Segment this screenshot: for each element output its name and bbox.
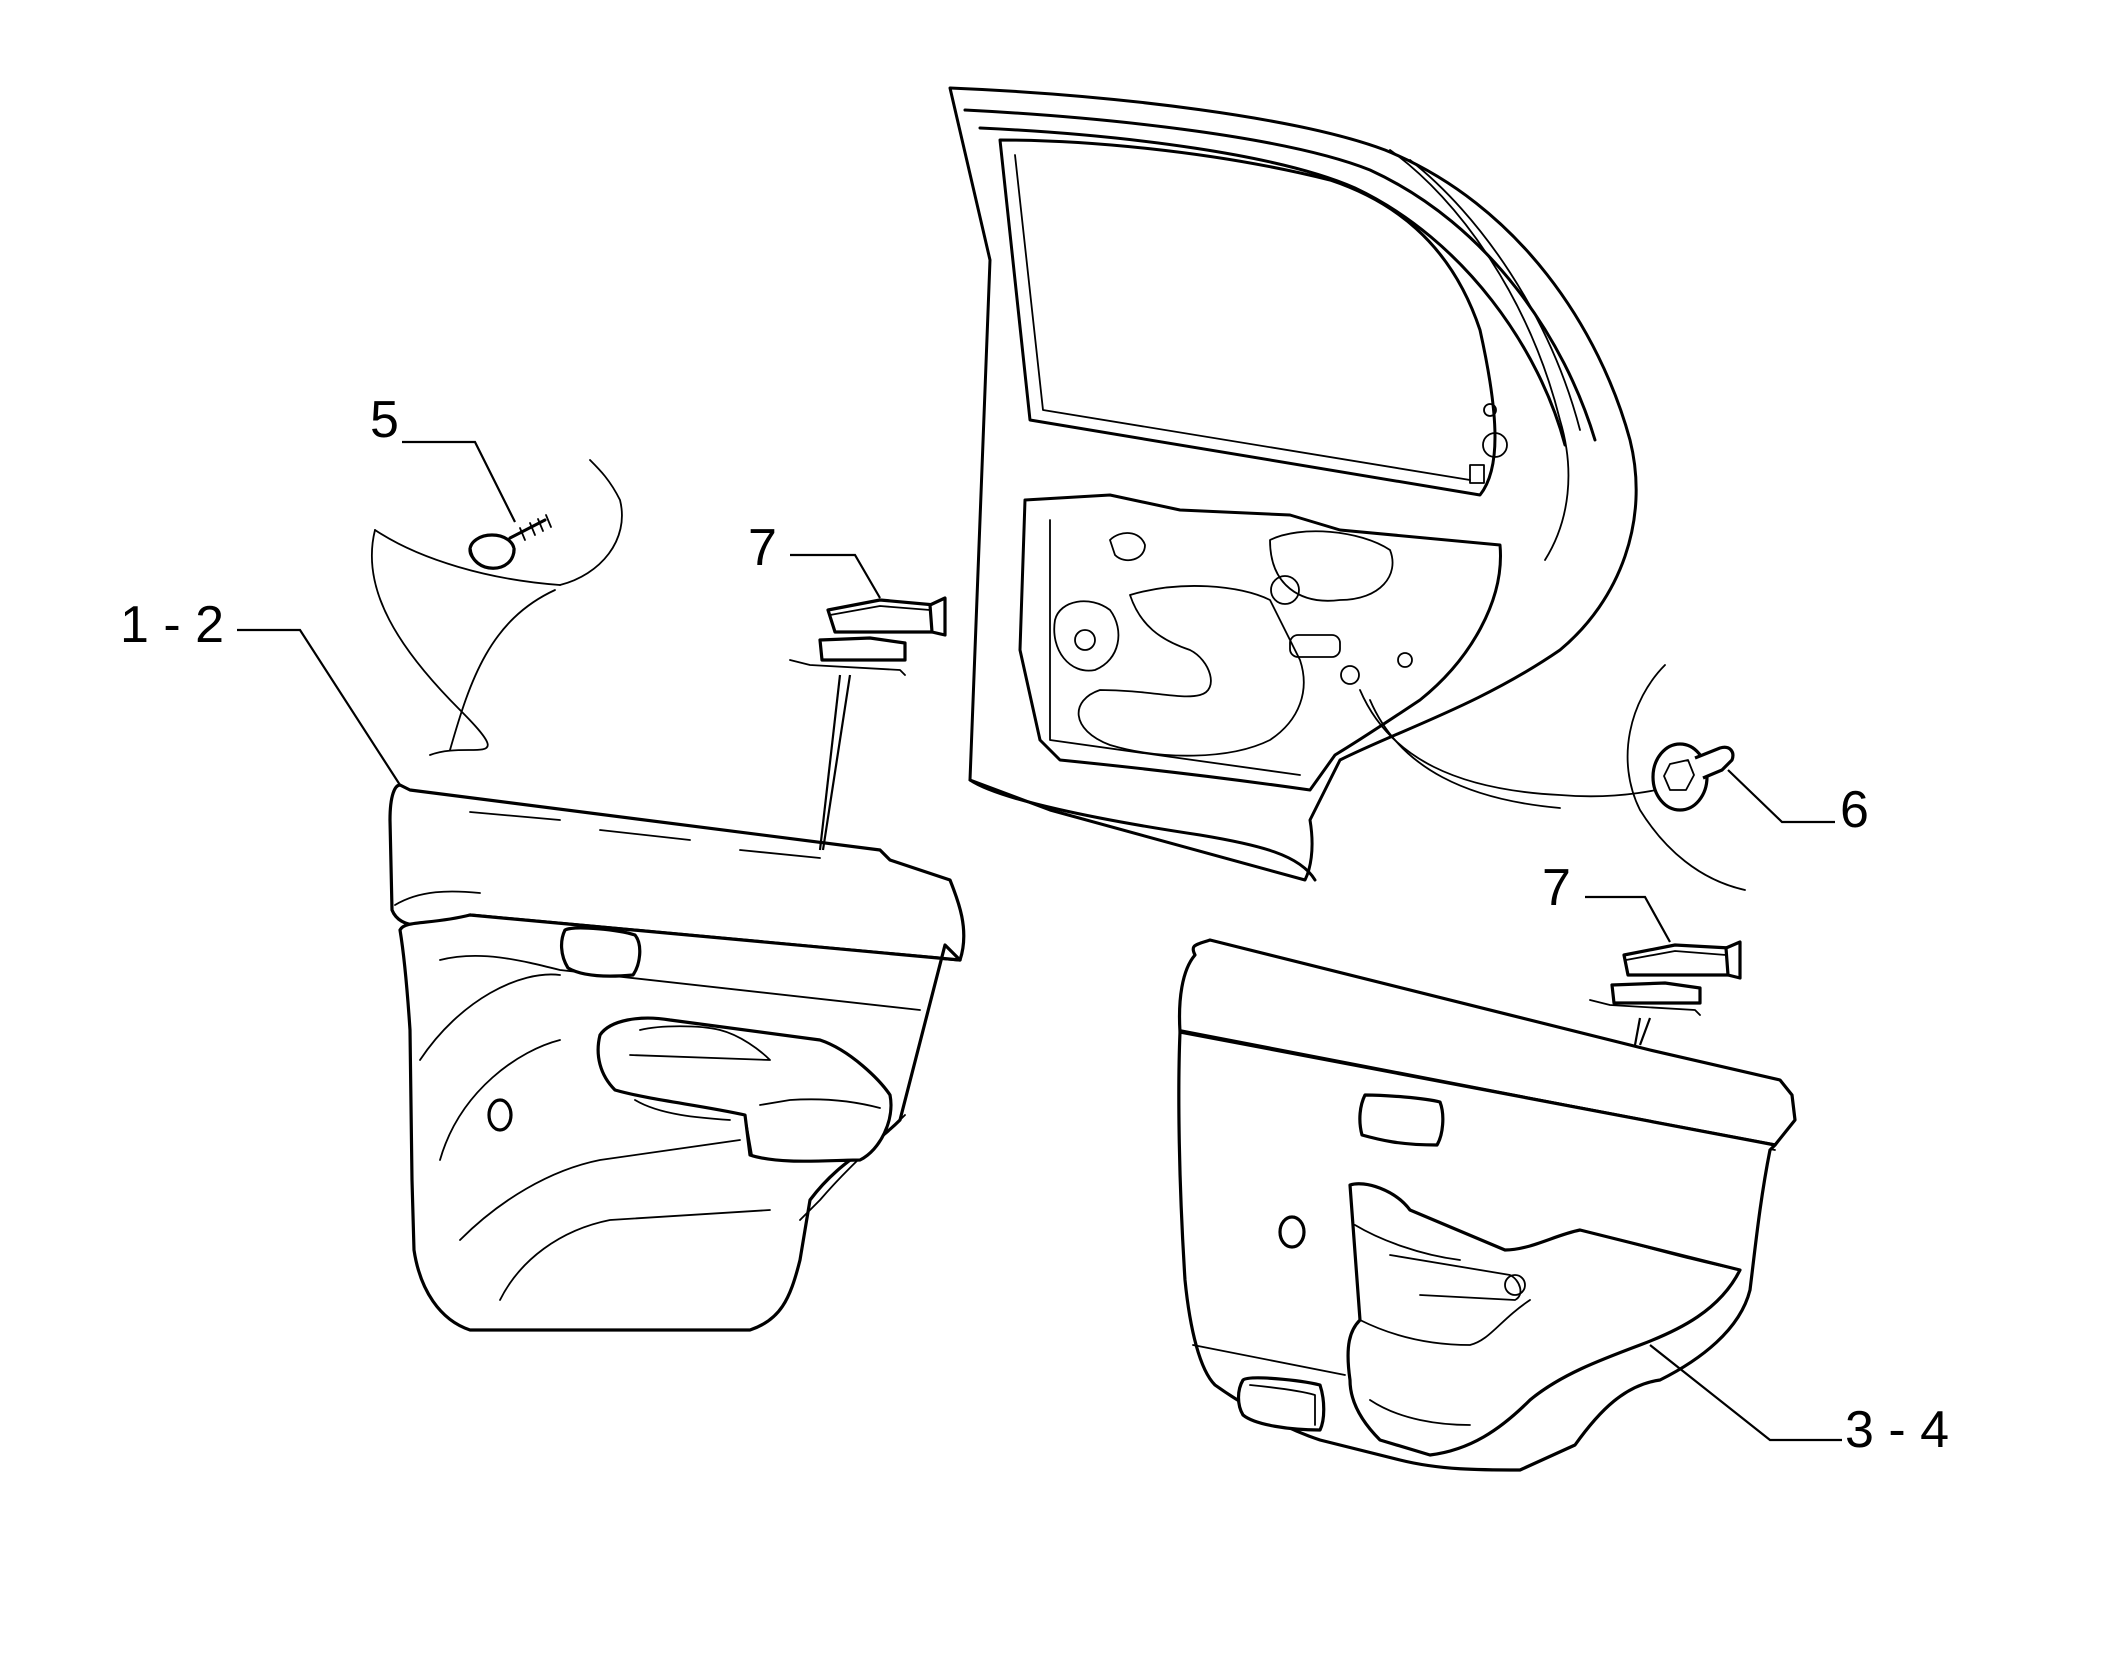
trim-clip-7-left <box>789 553 947 851</box>
trim-clip-7-right <box>1585 895 1742 1046</box>
clip-detail-5 <box>370 440 623 756</box>
callout-label-7-right: 7 <box>1542 859 1571 917</box>
callout-label-6: 6 <box>1840 781 1869 839</box>
callout-label-7-left: 7 <box>748 519 777 577</box>
door-trim-panel-left <box>237 628 966 1332</box>
callout-label-3-4: 3 - 4 <box>1845 1401 1949 1459</box>
door-frame <box>948 86 1701 882</box>
callout-label-1-2: 1 - 2 <box>120 596 224 654</box>
callout-label-5: 5 <box>370 391 399 449</box>
screw-detail-6 <box>1626 664 1835 891</box>
door-trim-panel-right <box>1177 938 1842 1472</box>
